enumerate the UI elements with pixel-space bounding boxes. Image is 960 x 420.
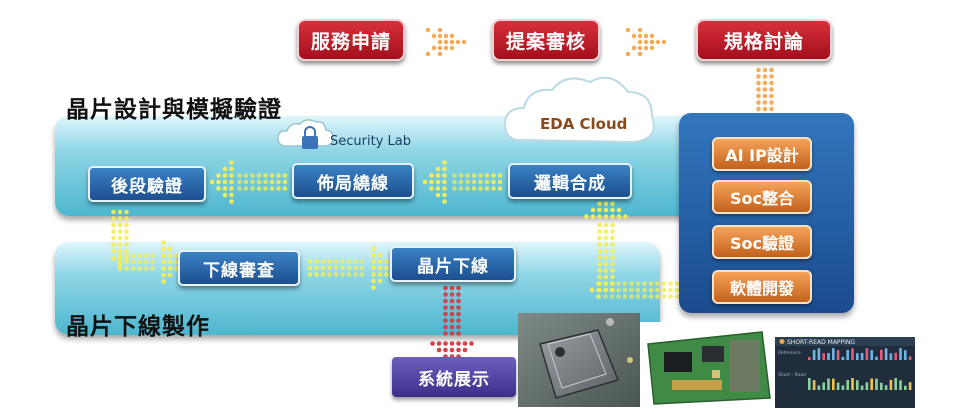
design-section-title: 晶片設計與模擬驗證 — [66, 97, 282, 123]
thumbnail-bar — [875, 378, 878, 390]
tapeout-section-title: 晶片下線製作 — [66, 314, 210, 340]
thumbnail-bar — [832, 378, 835, 390]
system-demo-step: 系統展示 — [392, 357, 516, 397]
software-development-step: 軟體開發 — [712, 270, 812, 304]
thumbnail-bar — [846, 380, 849, 390]
thumbnail-bar — [856, 353, 859, 360]
soc-verification-step: Soc驗證 — [712, 225, 812, 259]
thumbnail-bar — [822, 382, 825, 390]
service-apply-step: 服務申請 — [297, 19, 405, 61]
spec-discussion-step: 規格討論 — [696, 19, 832, 61]
thumbnail-bar — [908, 356, 912, 360]
thumbnail-bar — [860, 352, 864, 360]
thumbnail-bar — [827, 353, 830, 360]
thumbnail-bar — [841, 385, 845, 390]
thumbnail-bar — [875, 356, 878, 360]
thumbnail-bar — [894, 352, 897, 360]
thumbnail-bar — [822, 353, 825, 360]
proposal-review-step: 提案審核 — [492, 19, 600, 61]
thumbnail-bar — [836, 382, 840, 390]
thumbnail-bar — [812, 349, 816, 360]
ai-ip-design-step: AI IP設計 — [712, 137, 812, 171]
soc-integration-step: Soc整合 — [712, 180, 812, 214]
thumbnail-bar — [899, 348, 902, 360]
backend-verification-step: 後段驗證 — [88, 166, 206, 202]
thumbnail-bar — [904, 385, 907, 390]
thumbnail-bar — [894, 378, 897, 390]
thumbnail-bar — [817, 385, 821, 390]
thumbnail-bar — [899, 380, 902, 390]
thumbnail-bar — [841, 356, 845, 360]
thumbnail-bar — [851, 378, 854, 390]
thumbnail-bar — [889, 379, 893, 390]
thumbnail-bar — [817, 348, 821, 360]
thumbnail-bar — [808, 357, 811, 360]
thumbnail-bar — [884, 348, 888, 360]
thumbnail-bar — [870, 378, 873, 390]
thumbnail-bar — [870, 350, 873, 360]
svg-text:SHORT-READ MAPPING: SHORT-READ MAPPING — [787, 339, 855, 346]
thumbnail-bar — [827, 378, 830, 390]
thumbnail-bar — [889, 353, 893, 360]
svg-text:Short - Read: Short - Read — [778, 372, 806, 378]
thumbnail-bar — [865, 382, 869, 390]
thumbnail-bar — [846, 349, 849, 360]
eda-cloud-label: EDA Cloud — [540, 115, 628, 133]
thumbnail-bar — [880, 349, 883, 360]
tapeout-review-step: 下線審查 — [178, 250, 300, 286]
thumbnail-bar — [836, 350, 840, 360]
chip-tapeout-step: 晶片下線 — [390, 246, 516, 282]
thumbnail-bar — [865, 348, 869, 360]
thumbnail-bar — [851, 348, 854, 360]
thumbnail-bar — [860, 385, 864, 390]
thumbnail-bar — [904, 350, 907, 360]
svg-text:Reference: Reference — [778, 350, 801, 356]
logic-synthesis-step: 邏輯合成 — [508, 163, 632, 199]
thumbnail-bar — [812, 380, 816, 390]
thumbnail-bar — [908, 382, 912, 390]
place-and-route-step: 佈局繞線 — [292, 163, 414, 199]
thumbnail-bar — [808, 378, 811, 390]
security-lab-label: Security Lab — [330, 134, 411, 149]
thumbnail-bar — [884, 385, 888, 390]
thumbnail-bar — [880, 382, 883, 390]
thumbnail-bar — [856, 380, 859, 390]
thumbnail-bar — [832, 348, 835, 360]
